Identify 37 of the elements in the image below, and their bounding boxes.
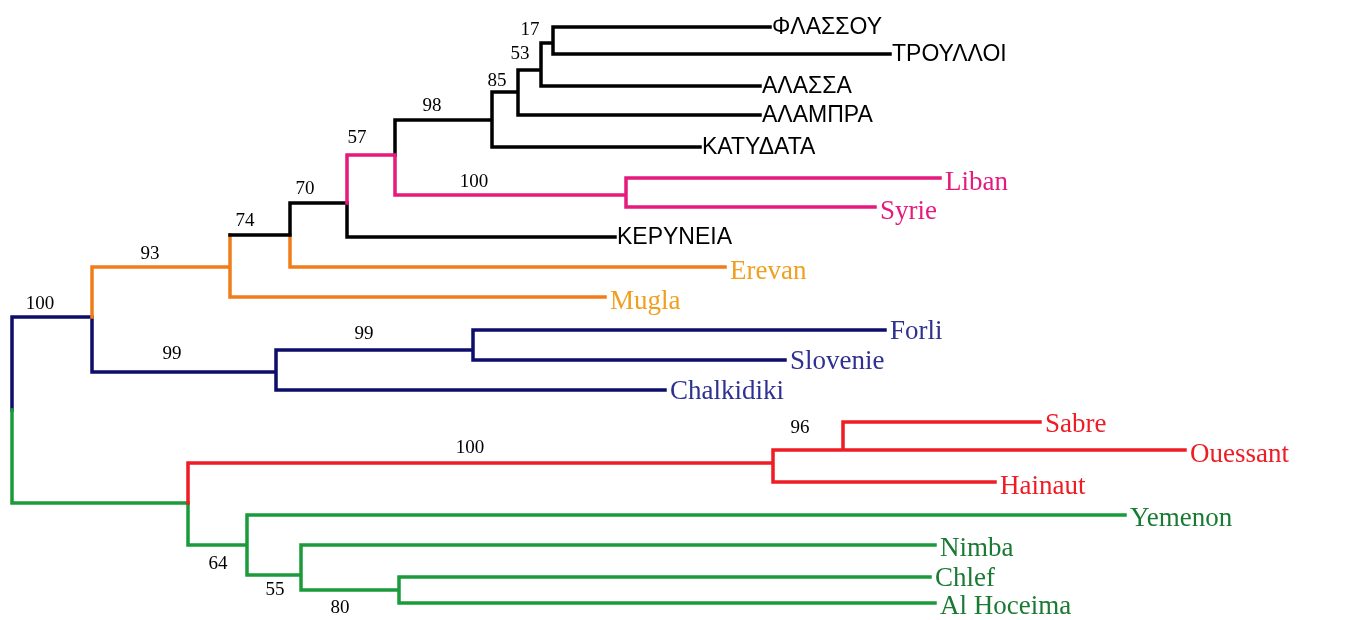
taxon-label: ΑΛΑΣΣΑ (762, 74, 852, 97)
taxon-label: Ouessant (1190, 440, 1289, 467)
bootstrap-value: 70 (295, 178, 315, 197)
bootstrap-value: 99 (354, 323, 374, 342)
bootstrap-value: 99 (162, 343, 182, 362)
taxon-label: Yemenon (1130, 504, 1233, 531)
taxon-label: Nimba (940, 534, 1014, 561)
taxon-label: Mugla (610, 287, 681, 314)
taxon-label: Slovenie (790, 347, 885, 374)
taxon-label: ΦΛΑΣΣΟΥ (772, 15, 882, 38)
bootstrap-value: 98 (422, 95, 442, 114)
bootstrap-value: 53 (510, 43, 530, 62)
bootstrap-value: 80 (330, 597, 350, 616)
taxon-label: Syrie (880, 197, 937, 224)
taxon-label: Al Hoceima (940, 592, 1072, 619)
taxon-label: Erevan (730, 257, 807, 284)
bootstrap-value: 74 (235, 210, 255, 229)
taxon-label: Sabre (1045, 410, 1107, 437)
bootstrap-value: 55 (265, 579, 285, 598)
bootstrap-value: 64 (208, 553, 228, 572)
bootstrap-value: 96 (790, 417, 810, 436)
taxon-label: ΚΑΤΥΔΑΤΑ (702, 135, 816, 158)
bootstrap-value: 100 (455, 437, 485, 456)
taxon-label: ΑΛΑΜΠΡΑ (762, 103, 873, 126)
bootstrap-value: 93 (140, 243, 160, 262)
taxon-label: ΚΕΡΥΝΕΙΑ (617, 225, 733, 248)
taxon-label: Chalkidiki (670, 377, 784, 404)
taxon-label: ΤΡΟΥΛΛΟΙ (892, 42, 1007, 65)
bootstrap-value: 100 (459, 171, 489, 190)
taxon-label: Liban (945, 168, 1008, 195)
bootstrap-value: 85 (487, 70, 507, 89)
bootstrap-value: 100 (25, 293, 55, 312)
bootstrap-value: 17 (520, 19, 540, 38)
taxon-label: Forli (890, 317, 943, 344)
bootstrap-value: 57 (347, 127, 367, 146)
taxon-label: Hainaut (1000, 472, 1086, 499)
taxon-label: Chlef (935, 564, 995, 591)
